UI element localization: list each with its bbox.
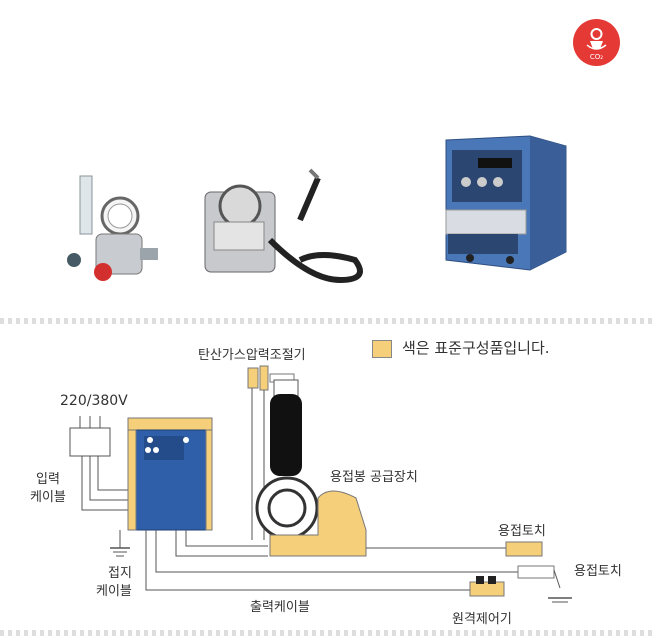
output-cable-label: 출력케이블 xyxy=(250,600,310,615)
torch-top xyxy=(505,541,543,557)
legend: 색은 표준구성품입니다. xyxy=(372,337,550,358)
torch-right xyxy=(517,565,555,579)
torch-top-label: 용접토치 xyxy=(498,524,546,539)
voltage-label: 220/380V xyxy=(60,393,128,409)
badge-text: CO₂ xyxy=(589,53,604,61)
gas-cylinder xyxy=(273,379,299,397)
input-cable-label-1: 입력 xyxy=(36,472,60,487)
legend-swatch xyxy=(372,339,392,358)
torch-right-label: 용접토치 xyxy=(574,564,622,579)
power-plug xyxy=(69,427,111,457)
remote-controller xyxy=(469,581,505,597)
co2-badge: CO₂ xyxy=(573,19,620,66)
welder-photo xyxy=(445,135,567,271)
regulator xyxy=(247,367,259,389)
regulator-photo xyxy=(67,175,158,281)
legend-text: 색은 표준구성품입니다. xyxy=(402,339,550,357)
regulator-label: 탄산가스압력조절기 xyxy=(198,348,306,363)
bottom-divider xyxy=(0,630,655,636)
wire-feeder xyxy=(269,490,367,557)
product-photos xyxy=(67,135,567,284)
ground-label-1: 접지 xyxy=(108,566,132,581)
ground-label-2: 케이블 xyxy=(96,584,132,599)
torch-icon xyxy=(586,28,607,50)
feeder-label: 용접봉 공급장치 xyxy=(330,470,418,485)
feeder-photo xyxy=(204,168,363,284)
remote-label: 원격제어기 xyxy=(452,612,512,627)
divider xyxy=(0,318,655,324)
input-cable-label-2: 케이블 xyxy=(30,490,66,505)
